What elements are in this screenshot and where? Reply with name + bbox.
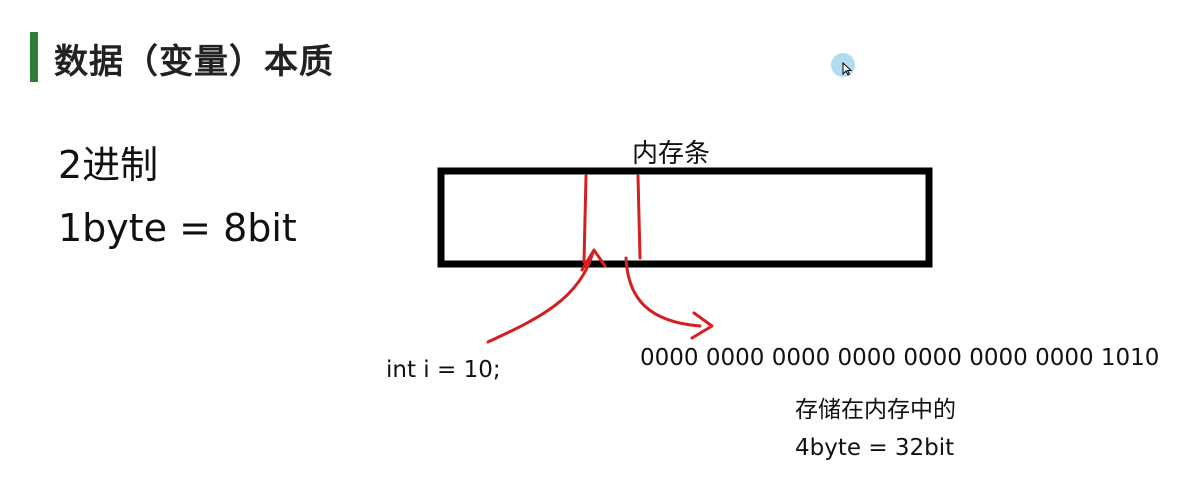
stored-caption: 存储在内存中的 xyxy=(795,397,956,423)
value-into-memory-arrow xyxy=(486,250,595,344)
mouse-cursor-icon xyxy=(842,62,852,76)
value-into-memory-arrowhead xyxy=(580,248,607,272)
slide-title: 数据（变量）本质 xyxy=(54,42,334,82)
memory-cell-left-divider xyxy=(582,174,588,264)
memory-stick-box xyxy=(437,167,933,268)
title-accent-bar xyxy=(30,32,38,82)
size-equation: 4byte = 32bit xyxy=(795,435,955,461)
binary-label: 2进制 xyxy=(58,143,159,187)
memory-to-binary-arrowhead xyxy=(690,311,714,340)
memory-to-binary-arrow xyxy=(624,256,702,328)
memory-stick-label: 内存条 xyxy=(632,139,711,169)
memory-cell-right-divider xyxy=(636,174,642,260)
binary-value: 0000 0000 0000 0000 0000 0000 0000 1010 xyxy=(640,345,1160,371)
code-example: int i = 10; xyxy=(386,357,501,383)
byte-equation: 1byte = 8bit xyxy=(58,206,297,250)
